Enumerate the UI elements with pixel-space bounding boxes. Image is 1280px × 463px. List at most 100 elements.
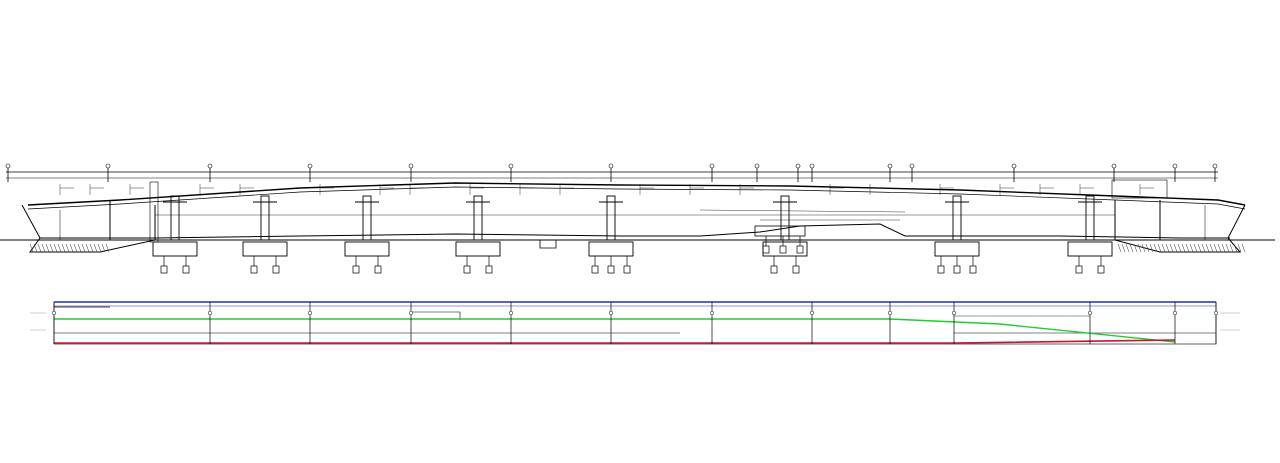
soil-hatch-right (1177, 243, 1182, 253)
pier (344, 195, 390, 274)
pile-tip (250, 265, 258, 274)
pile-cap (152, 241, 198, 257)
soil-hatch-right (1209, 243, 1214, 253)
profile-station-marker (951, 310, 957, 316)
soil-hatch-left (97, 243, 102, 253)
pier (762, 195, 808, 274)
pile-cap (588, 241, 634, 257)
soil-hatch-right (1169, 243, 1174, 253)
pier (1067, 195, 1113, 274)
pile-cap (242, 241, 288, 257)
soil-hatch-left (85, 243, 90, 253)
soil-hatch-left (41, 243, 46, 253)
pier (242, 195, 288, 274)
pier-column (780, 195, 790, 241)
design-profile-line (54, 318, 1176, 343)
pile-tip (182, 265, 190, 274)
station-axis (5, 163, 1218, 182)
pile-tip (779, 245, 787, 254)
soil-hatch-left (105, 243, 110, 253)
soil-hatch-left (57, 243, 62, 253)
soil-hatch-right (1121, 243, 1126, 253)
soil-hatch-right (1181, 243, 1186, 253)
soil-hatch-left (65, 243, 70, 253)
pier-column (170, 195, 180, 241)
pile-tip (607, 265, 615, 274)
pile-tip (969, 265, 977, 274)
bridge-deck (27, 182, 1246, 239)
soil-hatch-left (45, 243, 50, 253)
station-marker (408, 163, 414, 169)
ground-line (0, 239, 1275, 253)
pile-tip (770, 265, 778, 274)
profile-station-marker (51, 310, 57, 316)
pier-column (952, 195, 962, 241)
pile-tip (1097, 265, 1105, 274)
soil-hatch-right (1197, 243, 1202, 253)
pier-column (606, 195, 616, 241)
pier-column (260, 195, 270, 241)
station-marker (709, 163, 715, 169)
profile-station-marker (809, 310, 815, 316)
soil-hatch-left (49, 243, 54, 253)
soil-hatch-left (33, 243, 38, 253)
pile-tip (374, 265, 382, 274)
pile-tip (937, 265, 945, 274)
pier-special-cap (754, 225, 806, 237)
soil-hatch-right (1241, 243, 1246, 253)
right-abutment (1111, 179, 1246, 253)
soil-hatch-right (1225, 243, 1230, 253)
soil-hatch-right (1125, 243, 1130, 253)
soil-hatch-right (1213, 243, 1218, 253)
soil-hatch-right (1149, 243, 1154, 253)
soil-hatch-left (73, 243, 78, 253)
profile-station-marker (1172, 310, 1178, 316)
soil-hatch-right (1189, 243, 1194, 253)
pier-group (152, 195, 1113, 274)
station-marker (508, 163, 514, 169)
profile-station-marker (207, 310, 213, 316)
ground-notch (539, 240, 557, 249)
station-marker (608, 163, 614, 169)
pile-cap (762, 241, 808, 257)
soil-hatch-left (89, 243, 94, 253)
soil-hatch-right (1161, 243, 1166, 253)
pile-tip (953, 265, 961, 274)
station-marker (1172, 163, 1178, 169)
soil-hatch-right (1165, 243, 1170, 253)
ground-profile-line (54, 339, 1176, 344)
soil-hatch-right (1185, 243, 1190, 253)
soil-hatch-right (1137, 243, 1142, 253)
pile-tip (1075, 265, 1083, 274)
station-marker (1111, 163, 1117, 169)
station-marker (809, 163, 815, 169)
pile-tip (352, 265, 360, 274)
soil-hatch-right (1193, 243, 1198, 253)
soil-hatch-left (69, 243, 74, 253)
soil-hatch-right (1201, 243, 1206, 253)
station-marker (5, 163, 11, 169)
soil-hatch-right (1157, 243, 1162, 253)
soil-hatch-right (1153, 243, 1158, 253)
pile-tip (272, 265, 280, 274)
soil-hatch-left (81, 243, 86, 253)
soil-hatch-left (53, 243, 58, 253)
profile-station-marker (887, 310, 893, 316)
pile-tip (792, 265, 800, 274)
soil-hatch-left (37, 243, 42, 253)
soil-hatch-right (1221, 243, 1226, 253)
profile-station-marker (608, 310, 614, 316)
profile-station-marker (1087, 310, 1093, 316)
station-marker (1011, 163, 1017, 169)
station-marker (909, 163, 915, 169)
pile-cap (455, 241, 501, 257)
profile-station-marker (709, 310, 715, 316)
soil-hatch-right (1141, 243, 1146, 253)
pier-special (754, 225, 806, 254)
station-marker (754, 163, 760, 169)
pier-column (362, 195, 372, 241)
soil-hatch-right (1205, 243, 1210, 253)
pile-tip (485, 265, 493, 274)
profile-station-marker (307, 310, 313, 316)
profile-station-marker (508, 310, 514, 316)
